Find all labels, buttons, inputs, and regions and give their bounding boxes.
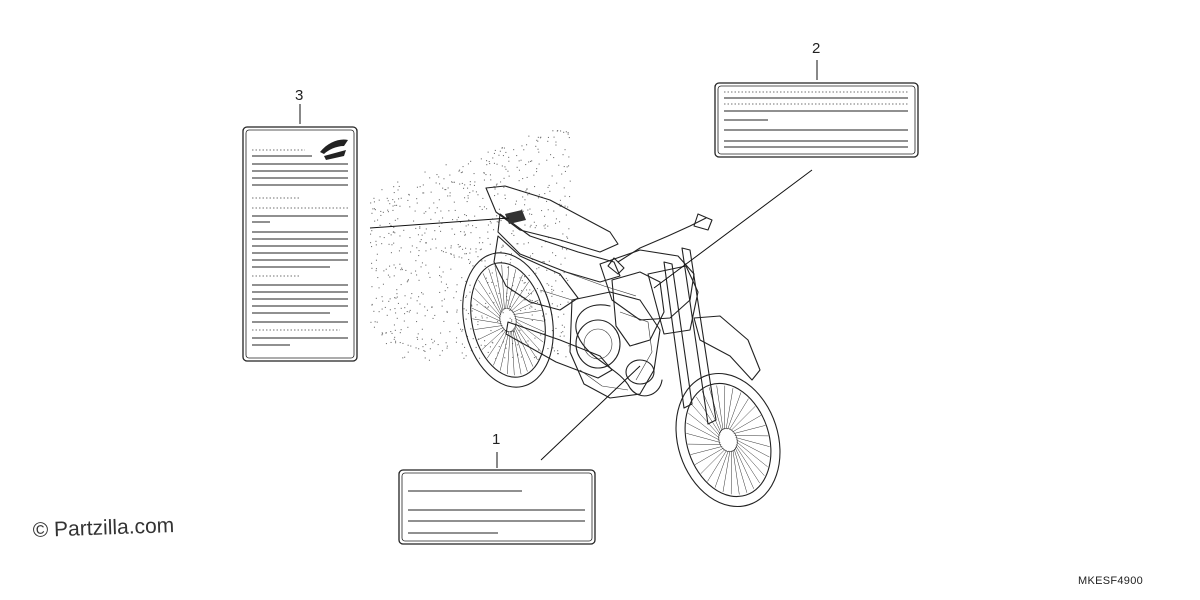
callout-number-2: 2 (812, 40, 820, 57)
leader-line-2 (653, 169, 813, 289)
engine (569, 291, 661, 399)
front-fork-right (663, 261, 693, 409)
seat (497, 213, 621, 283)
leader-line-3 (369, 217, 510, 229)
swingarm (505, 321, 613, 379)
front-wheel (675, 372, 781, 508)
rear-fender (485, 185, 619, 253)
label-card-3 (242, 126, 358, 362)
front-fork (681, 247, 717, 425)
motorcycle-illustration (462, 185, 781, 508)
leader-line-1 (540, 365, 641, 461)
leader-lines (299, 60, 818, 468)
callout-number-1: 1 (492, 431, 500, 448)
label-location-marker (505, 210, 526, 224)
exhaust-pipe (575, 304, 663, 397)
side-panel (493, 235, 579, 311)
watermark: © Partzilla.com (32, 514, 174, 542)
radiator-shroud (611, 271, 665, 347)
stipple-shading (370, 130, 571, 361)
front-fender (693, 315, 761, 381)
diagram-code: MKESF4900 (1078, 575, 1143, 587)
label-card-1 (398, 469, 596, 545)
handlebar (617, 217, 707, 263)
callout-number-3: 3 (295, 87, 303, 104)
label-card-2 (714, 82, 919, 158)
rear-wheel (462, 252, 554, 388)
number-plate (647, 265, 699, 335)
honda-wing-icon (320, 139, 348, 160)
